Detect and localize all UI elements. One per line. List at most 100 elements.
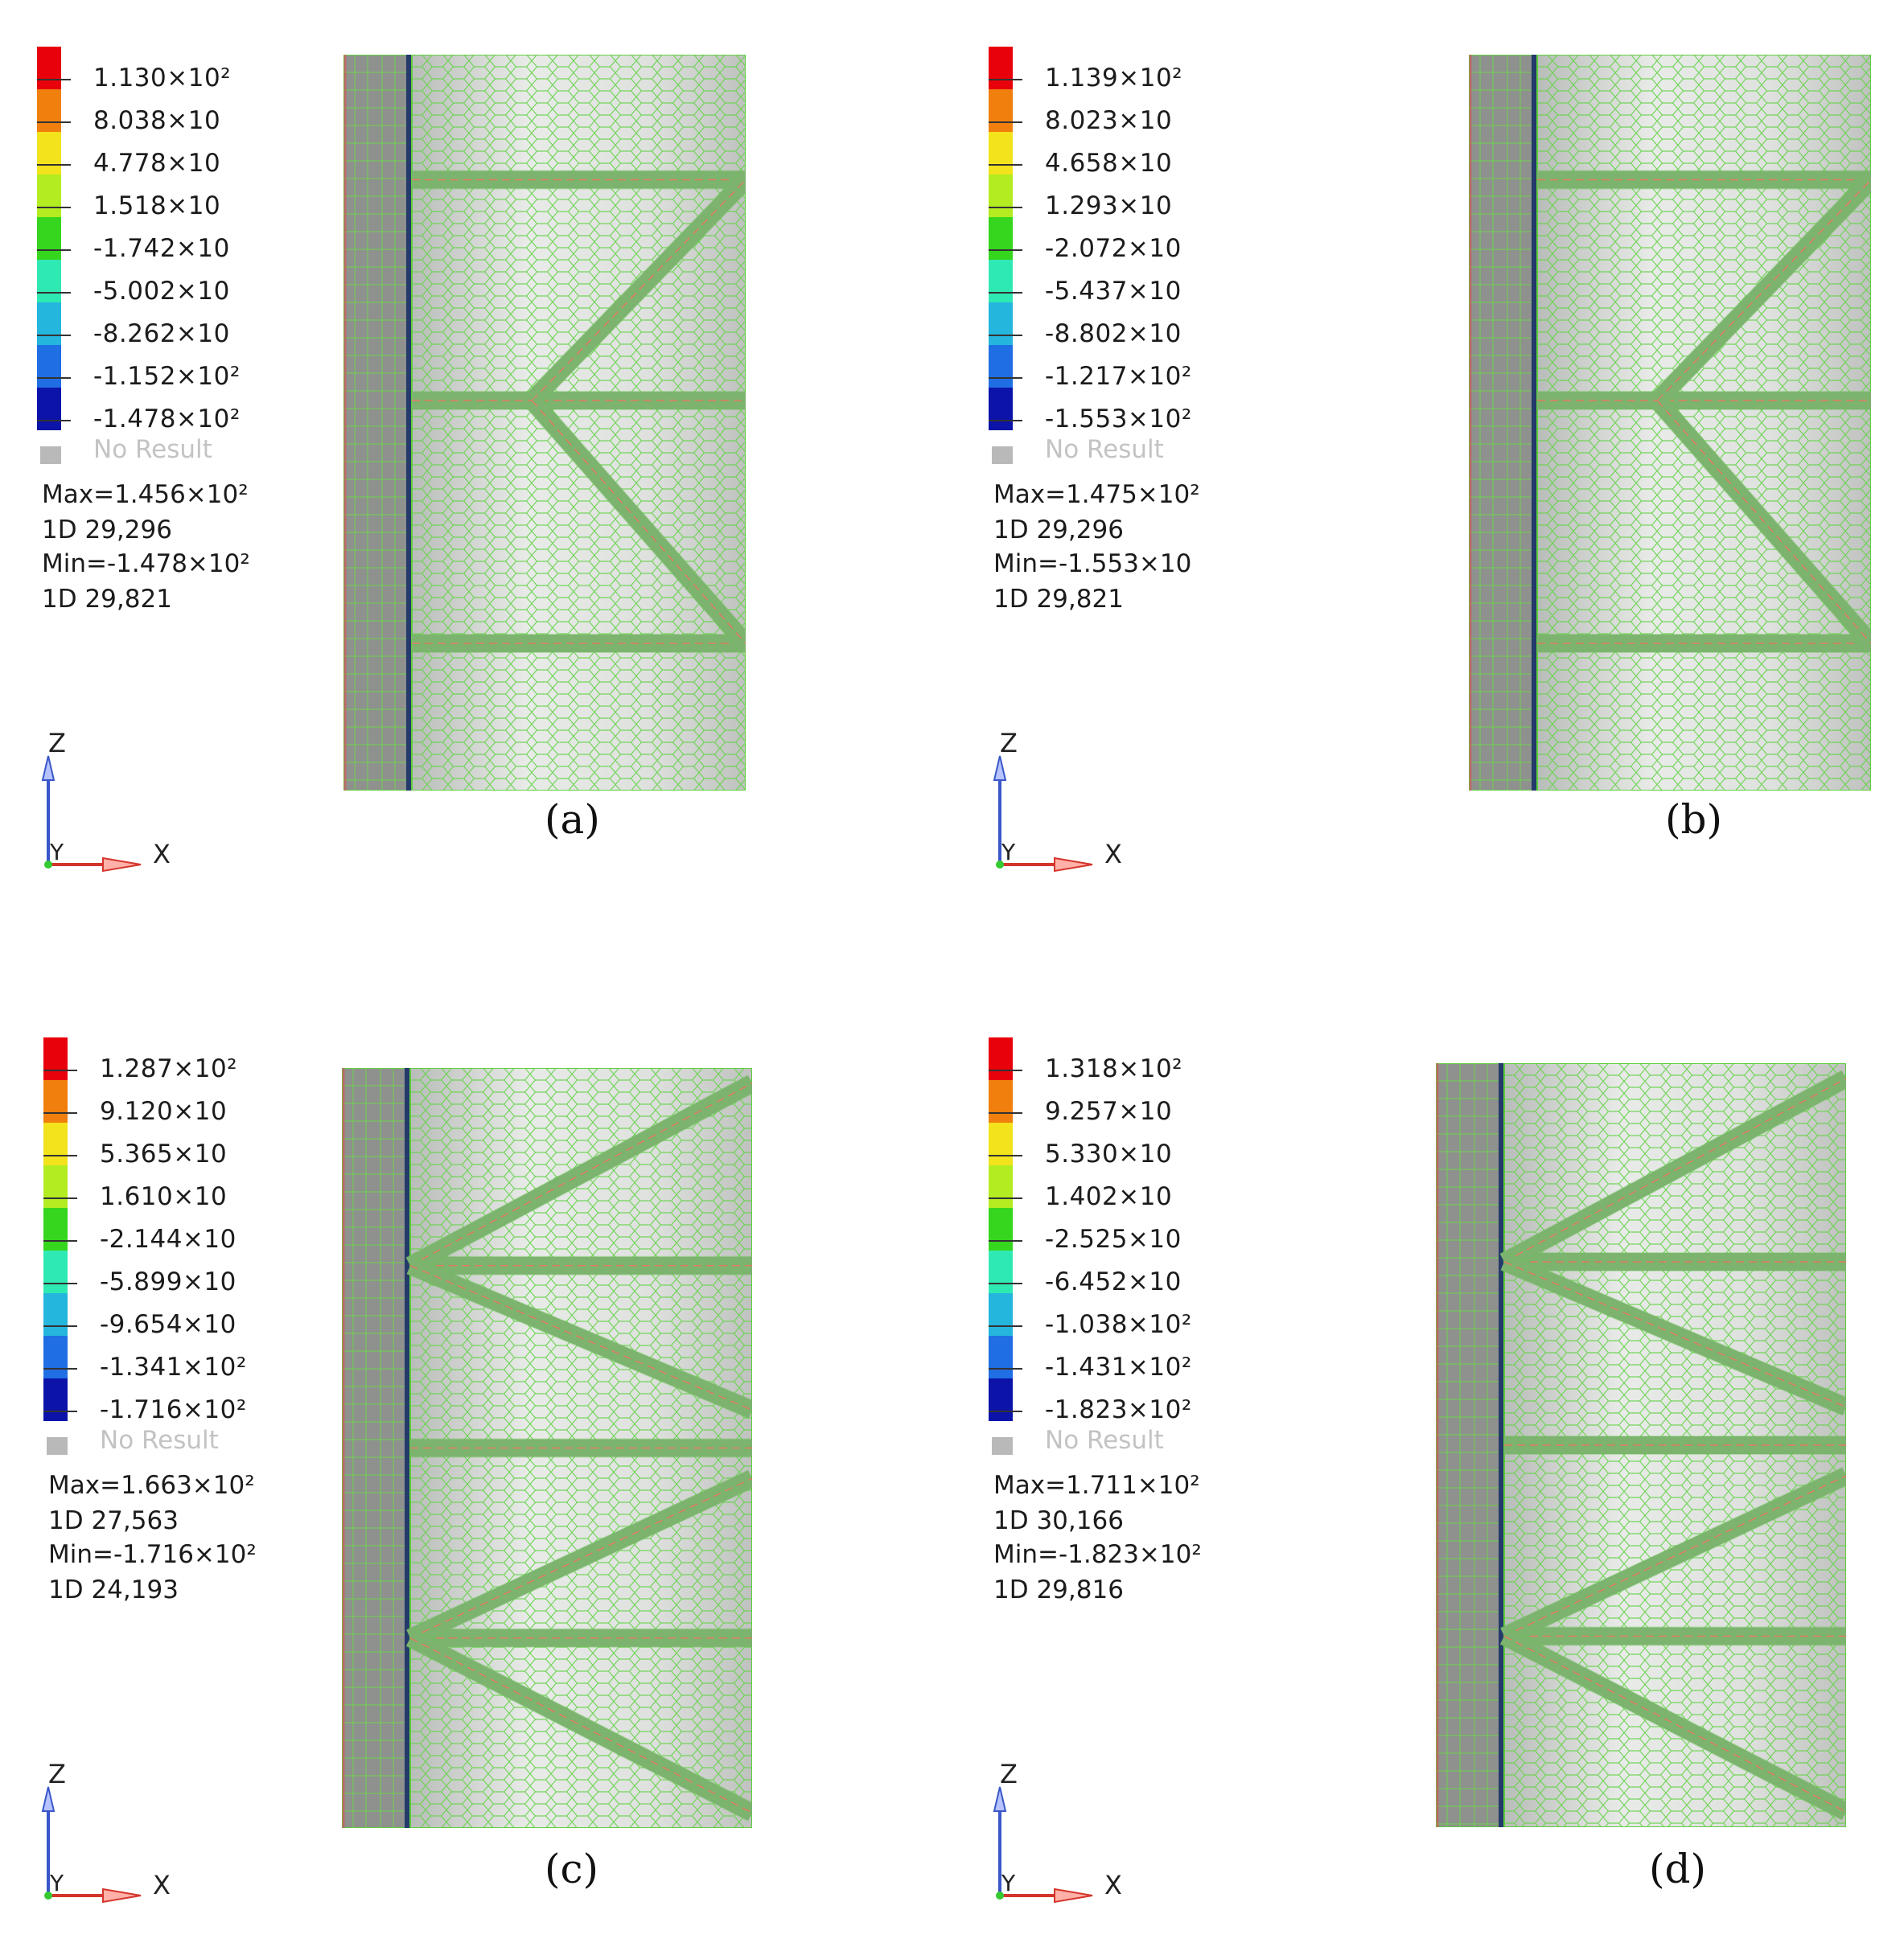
colorbar-tick <box>43 1070 77 1071</box>
brace-4 <box>405 1629 757 1822</box>
colorbar-segment <box>989 132 1013 175</box>
colorbar-tick <box>989 207 1022 208</box>
fe-model-graphic <box>1468 54 1879 791</box>
colorbar-tick <box>37 292 71 294</box>
z-arrow-head <box>993 1786 1007 1812</box>
no-result-swatch <box>992 446 1013 464</box>
colorbar-tick <box>989 377 1022 379</box>
legend-value: -6.452×10 <box>1045 1267 1182 1296</box>
min-value: Min=-1.553×10 <box>993 549 1192 578</box>
origin-dot <box>996 861 1004 869</box>
legend-value: 1.518×10 <box>93 191 221 220</box>
colorbar-segment <box>989 1165 1013 1208</box>
colorbar-tick <box>989 420 1022 421</box>
legend-value: 1.402×10 <box>1045 1182 1173 1211</box>
main-column <box>1468 54 1538 791</box>
axis-y-label: Y <box>50 839 64 865</box>
colorbar-tick <box>37 121 71 123</box>
panel-caption: (d) <box>1649 1846 1707 1892</box>
no-result-swatch <box>992 1437 1013 1455</box>
colorbar-segment <box>43 1251 68 1293</box>
axis-triad-graphic <box>41 755 142 873</box>
axis-z-label: Z <box>48 1759 66 1789</box>
colorbar-segment <box>43 1293 68 1336</box>
x-arrow-head <box>102 1888 142 1904</box>
brace-1 <box>1499 1070 1851 1271</box>
colorbar-tick <box>989 249 1022 251</box>
legend-value: -1.431×10² <box>1045 1353 1192 1382</box>
main-column <box>341 1067 411 1829</box>
colorbar-segment <box>43 1208 68 1251</box>
legend-value: -5.437×10 <box>1045 277 1182 306</box>
fe-model <box>1435 1062 1851 1828</box>
colorbar-tick <box>989 79 1022 80</box>
axis-z-label: Z <box>48 728 66 758</box>
legend-value: -1.478×10² <box>93 405 241 433</box>
colorbar-segment <box>989 345 1013 388</box>
min-value: Min=-1.478×10² <box>42 549 250 578</box>
legend-value: 5.330×10 <box>1045 1140 1173 1169</box>
legend-value: -2.072×10 <box>1045 234 1182 263</box>
brace-1 <box>405 1074 757 1275</box>
min-value: Min=-1.716×10² <box>48 1540 257 1569</box>
max-element: 1D 27,563 <box>48 1506 179 1535</box>
colorbar-segment <box>37 217 61 260</box>
brace-2 <box>406 1256 756 1419</box>
colorbar-segment <box>989 1037 1013 1080</box>
colorbar-segment <box>37 175 61 217</box>
x-arrow-head <box>102 856 142 873</box>
main-column <box>1435 1062 1505 1828</box>
z-arrow-head <box>41 755 56 781</box>
colorbar-segment <box>37 388 61 430</box>
brace-lower <box>524 394 754 650</box>
colorbar-segment <box>37 132 61 175</box>
legend-value: -2.144×10 <box>100 1225 236 1254</box>
axis-x-label: X <box>153 1870 171 1900</box>
colorbar-tick <box>37 207 71 208</box>
main-column <box>343 54 413 791</box>
max-value: Max=1.475×10² <box>993 480 1200 509</box>
max-value: Max=1.663×10² <box>48 1471 255 1500</box>
min-value: Min=-1.823×10² <box>993 1540 1202 1569</box>
colorbar-tick <box>37 164 71 166</box>
legend-value: -1.217×10² <box>1045 362 1192 391</box>
legend-value: -1.553×10² <box>1045 405 1192 433</box>
z-arrow-head <box>41 1786 56 1812</box>
brace-upper <box>524 173 753 408</box>
no-result-label: No Result <box>1045 435 1164 464</box>
legend-value: 4.658×10 <box>1045 149 1173 178</box>
legend-value: -1.152×10² <box>93 362 241 391</box>
colorbar-segment <box>989 1336 1013 1378</box>
legend-value: 1.610×10 <box>100 1182 228 1211</box>
colorbar-tick <box>37 377 71 379</box>
legend-value: 8.023×10 <box>1045 106 1173 135</box>
honeycomb-mesh <box>1537 55 1871 791</box>
colorbar-tick <box>43 1368 77 1370</box>
axis-y-label: Y <box>1001 839 1016 865</box>
axis-x-label: X <box>1104 839 1122 869</box>
z-arrow-head <box>993 755 1007 781</box>
no-result-swatch <box>40 446 61 464</box>
colorbar-tick <box>989 1070 1022 1071</box>
axis-y-label: Y <box>1001 1870 1016 1896</box>
fe-model <box>1468 54 1879 791</box>
legend-value: 1.287×10² <box>100 1054 238 1083</box>
colorbar-segment <box>43 1123 68 1165</box>
colorbar-tick <box>989 1155 1022 1156</box>
fe-model-graphic <box>1435 1062 1851 1828</box>
colorbar-segment <box>989 260 1013 302</box>
colorbar-segment <box>989 302 1013 345</box>
axis-triad-graphic <box>993 755 1093 873</box>
colorbar <box>989 47 1013 430</box>
origin-dot <box>44 1892 52 1900</box>
colorbar-tick <box>43 1325 77 1327</box>
colorbar-tick <box>43 1197 77 1199</box>
max-value: Max=1.711×10² <box>993 1471 1200 1500</box>
fe-model-graphic <box>341 1067 757 1829</box>
colorbar-segment <box>989 388 1013 430</box>
colorbar-tick <box>989 1283 1022 1284</box>
